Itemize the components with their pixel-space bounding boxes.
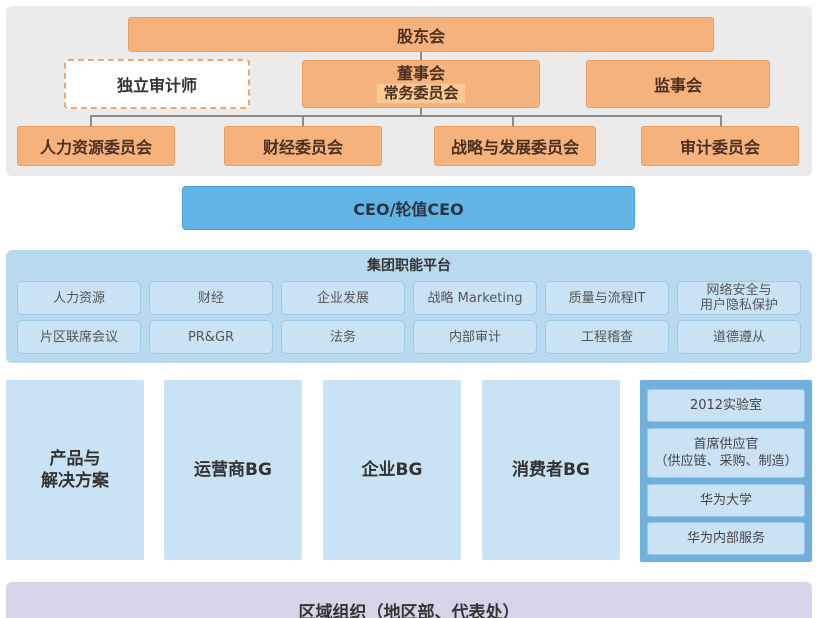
func-cell-label: 财经	[197, 290, 224, 306]
supervisory-board-box: 监事会	[586, 60, 770, 108]
committee-label: 财经委员会	[262, 138, 343, 157]
func-cell-label: 内部审计	[448, 329, 501, 345]
connector-c1	[90, 115, 92, 126]
chief-supply-officer-box: 首席供应官 （供应链、采购、制造）	[647, 428, 805, 478]
bg-carrier: 运营商BG	[164, 380, 302, 560]
committee-strategy-box: 战略与发展委员会	[434, 126, 596, 166]
bg-label: 产品与 解决方案	[41, 449, 109, 491]
func-cell-label: PR&GR	[187, 329, 235, 345]
ceo-label: CEO/轮值CEO	[353, 200, 464, 219]
func-cell-label: 人力资源	[52, 290, 105, 306]
connector-branch	[90, 115, 722, 117]
independent-auditor-label: 独立审计师	[116, 76, 197, 95]
connector-c3	[512, 115, 514, 126]
connector-board-down	[420, 107, 422, 116]
connector-c4	[720, 115, 722, 126]
board-label: 董事会	[396, 64, 445, 83]
bg-consumer: 消费者BG	[482, 380, 620, 560]
committee-label: 战略与发展委员会	[450, 138, 579, 157]
lab-2012-box: 2012实验室	[647, 389, 805, 422]
func-cell: 工程稽查	[545, 320, 669, 354]
ceo-box: CEO/轮值CEO	[182, 186, 635, 230]
shareholders-label: 股东会	[396, 26, 445, 46]
connector-c2	[302, 115, 304, 126]
supervisory-board-label: 监事会	[653, 76, 702, 95]
bg-products-solutions: 产品与 解决方案	[6, 380, 144, 560]
committee-hr-box: 人力资源委员会	[17, 126, 175, 166]
func-cell: 企业发展	[281, 281, 405, 315]
committee-audit-box: 审计委员会	[641, 126, 799, 166]
executive-committee-label: 常务委员会	[376, 83, 466, 104]
func-cell-label: 法务	[329, 329, 356, 345]
bg-enterprise: 企业BG	[323, 380, 461, 560]
func-cell: 战略 Marketing	[413, 281, 537, 315]
func-cell: 财经	[149, 281, 273, 315]
func-cell-label: 片区联席会议	[39, 329, 118, 345]
shareholders-box: 股东会	[128, 17, 714, 52]
side-unit-label: 首席供应官 （供应链、采购、制造）	[654, 437, 798, 469]
func-cell: 内部审计	[413, 320, 537, 354]
func-cell-label: 网络安全与 用户隐私保护	[699, 283, 778, 313]
independent-auditor-box: 独立审计师	[64, 59, 250, 109]
func-cell: 片区联席会议	[17, 320, 141, 354]
bg-label: 运营商BG	[194, 460, 272, 480]
internal-services-box: 华为内部服务	[647, 522, 805, 555]
committee-label: 人力资源委员会	[39, 138, 152, 157]
func-cell: 人力资源	[17, 281, 141, 315]
func-cell-label: 工程稽查	[580, 329, 633, 345]
func-cell-label: 战略 Marketing	[427, 290, 523, 306]
side-unit-label: 华为内部服务	[686, 531, 765, 546]
func-cell-label: 道德遵从	[712, 329, 765, 345]
bg-label: 企业BG	[361, 460, 423, 480]
regional-organization-label: 区域组织（地区部、代表处）	[298, 603, 520, 618]
functional-platform-title: 集团职能平台	[367, 258, 451, 274]
func-cell: PR&GR	[149, 320, 273, 354]
bg-label: 消费者BG	[512, 460, 590, 480]
side-unit-label: 2012实验室	[689, 398, 763, 413]
side-unit-label: 华为大学	[699, 493, 752, 508]
func-cell-label: 质量与流程IT	[568, 290, 646, 306]
committee-label: 审计委员会	[679, 138, 760, 157]
func-cell: 网络安全与 用户隐私保护	[677, 281, 801, 315]
connector-shareholder-board	[420, 52, 422, 62]
func-cell-label: 企业发展	[316, 290, 369, 306]
committee-finance-box: 财经委员会	[224, 126, 382, 166]
func-cell: 法务	[281, 320, 405, 354]
func-cell: 道德遵从	[677, 320, 801, 354]
huawei-university-box: 华为大学	[647, 484, 805, 517]
func-cell: 质量与流程IT	[545, 281, 669, 315]
regional-organization-panel	[6, 582, 812, 618]
board-box: 董事会 常务委员会	[302, 60, 540, 108]
